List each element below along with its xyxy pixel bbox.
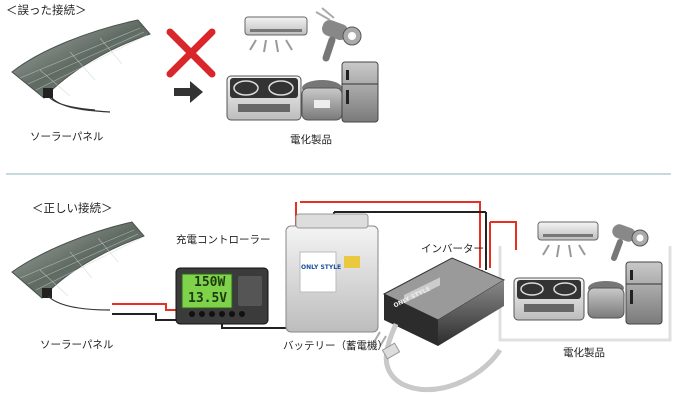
solar-panel-icon	[11, 221, 145, 311]
arrow-right-icon	[174, 81, 203, 103]
rice-cooker-icon	[587, 281, 625, 319]
refrigerator-icon	[625, 261, 663, 325]
appliance-label: 電化製品	[290, 134, 332, 146]
battery-brand: ONLY STYLE	[301, 264, 342, 271]
solar-panel-label: ソーラーパネル	[40, 339, 114, 351]
solar-panel-label: ソーラーパネル	[30, 131, 104, 143]
induction-stove-icon	[226, 75, 302, 121]
air-conditioner-icon	[244, 16, 308, 53]
induction-stove-icon	[513, 277, 585, 321]
hair-dryer-icon	[315, 7, 362, 62]
inverter-icon	[382, 257, 506, 346]
cross-icon	[166, 28, 216, 78]
battery-icon	[285, 213, 379, 333]
controller-display-volt: 13.5V	[188, 291, 228, 306]
wrong-section-title: ＜誤った接続＞	[6, 3, 87, 17]
inverter-label: インバーター	[421, 243, 484, 255]
refrigerator-icon	[341, 61, 379, 123]
rice-cooker-icon	[301, 80, 343, 121]
controller-label: 充電コントローラー	[176, 234, 271, 246]
correct-section-title: ＜正しい接続＞	[32, 201, 113, 215]
controller-display-watt: 150W	[194, 275, 226, 290]
charge-controller-icon	[175, 267, 269, 325]
appliance-label: 電化製品	[563, 347, 605, 359]
hair-dryer-icon	[611, 224, 649, 261]
power-plug-icon	[373, 322, 503, 393]
air-conditioner-icon	[537, 221, 599, 258]
solar-panel-icon	[11, 19, 151, 113]
battery-label: バッテリー（蓄電機）	[283, 340, 388, 352]
